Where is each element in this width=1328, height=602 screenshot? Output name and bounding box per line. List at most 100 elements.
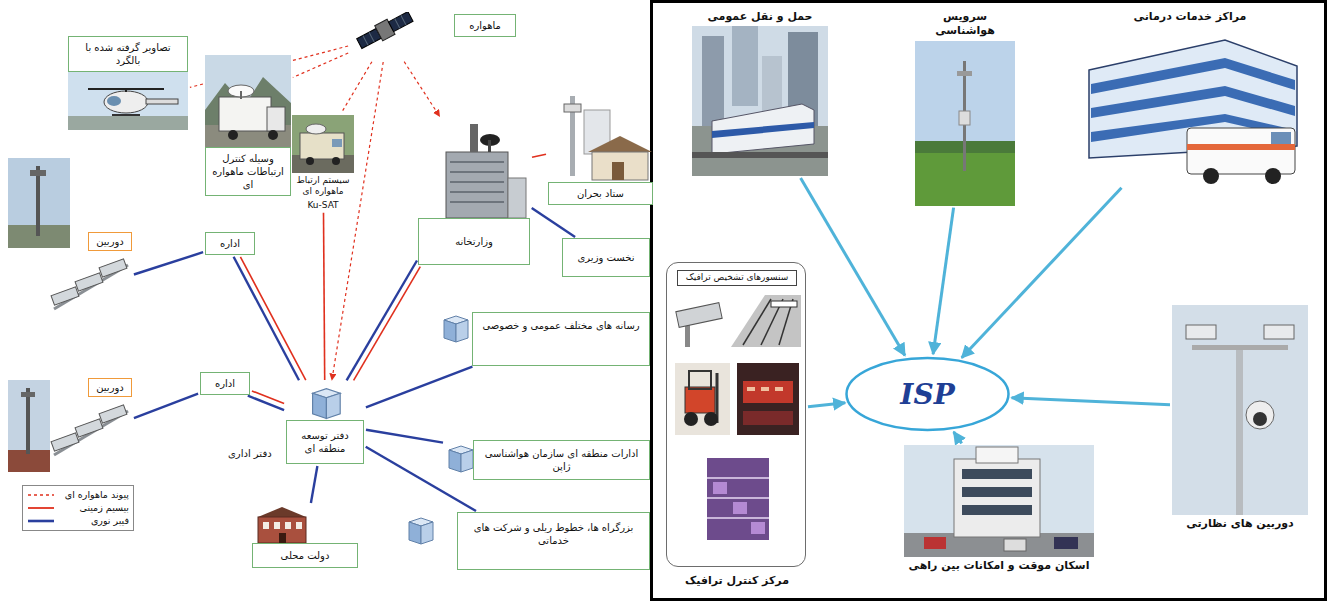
right-panel-frame [652, 2, 1326, 600]
street-pole-photo [8, 380, 50, 472]
connector [347, 261, 417, 381]
regional-office-group: دفتر توسعه منطقه ای [286, 382, 364, 464]
weather-station-photo [915, 41, 1015, 206]
connector [954, 432, 962, 444]
transport-group: حمل و نقل عمومی [692, 8, 828, 176]
rest-area-group: اسکان موقت و امکانات بین راهی [904, 445, 1094, 575]
node-text: بزرگراه ها، خطوط ریلی و شرکت های خدماتی [457, 512, 650, 570]
connector [134, 252, 203, 274]
node-text: وسیله کنترل ارتباطات ماهواره ای [205, 147, 291, 196]
connector [134, 394, 198, 418]
helicopter-photo [68, 72, 188, 130]
node-text: رسانه های مختلف عمومی و خصوصی [472, 312, 650, 366]
legend-text: بیسیم زمینی [59, 502, 129, 515]
illustration [48, 251, 132, 313]
street-pole-photo [8, 158, 70, 248]
connector [366, 447, 476, 511]
illustration [548, 92, 653, 182]
legend-box: پیوند ماهواره ایبیسیم زمینیفیبر نوری [22, 485, 134, 531]
train-photo [692, 26, 828, 176]
connector [293, 53, 348, 78]
connector [366, 367, 473, 408]
server-icon [440, 312, 470, 344]
illustration [418, 118, 530, 218]
node-text: دفتر توسعه منطقه ای [286, 420, 364, 464]
illustration [252, 505, 358, 543]
connector [808, 403, 845, 407]
jma-group: ادارات منطقه ای سازمان هواشناسی ژاپن [445, 440, 650, 480]
connector [354, 267, 421, 381]
isp-node: ISP [845, 356, 1010, 432]
connector [933, 208, 954, 355]
illustration [205, 55, 291, 147]
node-text: سیستم ارتباط ماهواره ای [292, 173, 354, 198]
node-text: Ku-SAT [292, 198, 354, 211]
local-government-group: دولت محلی [252, 505, 358, 568]
satellite-truck-photo [205, 55, 291, 147]
connector [240, 257, 305, 380]
camera-array [48, 251, 132, 313]
node-text: حمل و نقل عمومی [692, 8, 828, 26]
illustration [1172, 305, 1308, 515]
legend-row: فیبر نوری [27, 515, 129, 528]
parking-photo [707, 458, 769, 540]
illustration [904, 445, 1094, 557]
server-icon [286, 382, 364, 420]
crisis-hq-building [548, 92, 653, 182]
satellite-icon [356, 12, 416, 52]
connector [404, 62, 439, 117]
illustration [405, 514, 435, 546]
illustration [675, 297, 725, 347]
ku-sat-group: سیستم ارتباط ماهواره ایKu-SAT [292, 115, 354, 211]
node-text: نخست وزیری [562, 238, 650, 277]
surveillance-camera-photo [1172, 305, 1308, 515]
local-government-building [252, 505, 358, 543]
connector [532, 208, 575, 237]
legend-text: پیوند ماهواره ای [59, 489, 129, 502]
legend-text: فیبر نوری [59, 515, 129, 528]
legend-line-sample [27, 491, 55, 499]
illustration [286, 382, 364, 420]
illustration [68, 72, 188, 130]
service-vehicle-photo [675, 363, 730, 435]
illustration [445, 442, 475, 474]
server-icon [445, 442, 475, 474]
ministry-group: وزارتخانه [418, 118, 530, 265]
legend-line-sample [27, 517, 55, 525]
node-text: تصاویر گرفته شده با بالگرد [68, 36, 188, 72]
illustration [48, 397, 132, 459]
illustration [737, 363, 799, 435]
crisis-hq-group: ستاد بحران [548, 92, 653, 205]
connector [1012, 398, 1170, 405]
legend-line-sample [27, 504, 55, 512]
office-box: نخست وزیری [562, 238, 650, 277]
node-text: دوربین های نظارتی [1172, 515, 1308, 533]
illustration [731, 295, 801, 347]
media-group: رسانه های مختلف عمومی و خصوصی [440, 312, 650, 366]
camera-group: دوربین [48, 378, 132, 459]
node-text: سنسورهای تشخیص ترافیک [677, 270, 797, 286]
illustration [1075, 26, 1305, 186]
camera-array [48, 397, 132, 459]
ku-sat-van-photo [292, 115, 354, 173]
sensor-label-box: سنسورهای تشخیص ترافیک [677, 270, 797, 286]
connector [252, 391, 284, 404]
illustration [692, 26, 828, 176]
node-text: وزارتخانه [418, 218, 530, 265]
connector [962, 188, 1122, 358]
server-icon [405, 514, 435, 546]
connector [311, 466, 318, 503]
connector [801, 178, 905, 356]
connector [532, 154, 546, 157]
illustration [915, 41, 1015, 206]
node-text: دوربین [88, 378, 132, 397]
node-text: ستاد بحران [548, 182, 653, 205]
connector [341, 62, 372, 114]
node-text: اسکان موقت و امکانات بین راهی [904, 557, 1094, 575]
connector [366, 430, 443, 443]
weather-group: سرویس هواشناسی [915, 8, 1015, 206]
node-text: اداره [205, 232, 255, 255]
node-text: ماهواره [454, 14, 516, 37]
ministry-building [418, 118, 530, 218]
rest-area-photo [904, 445, 1094, 557]
